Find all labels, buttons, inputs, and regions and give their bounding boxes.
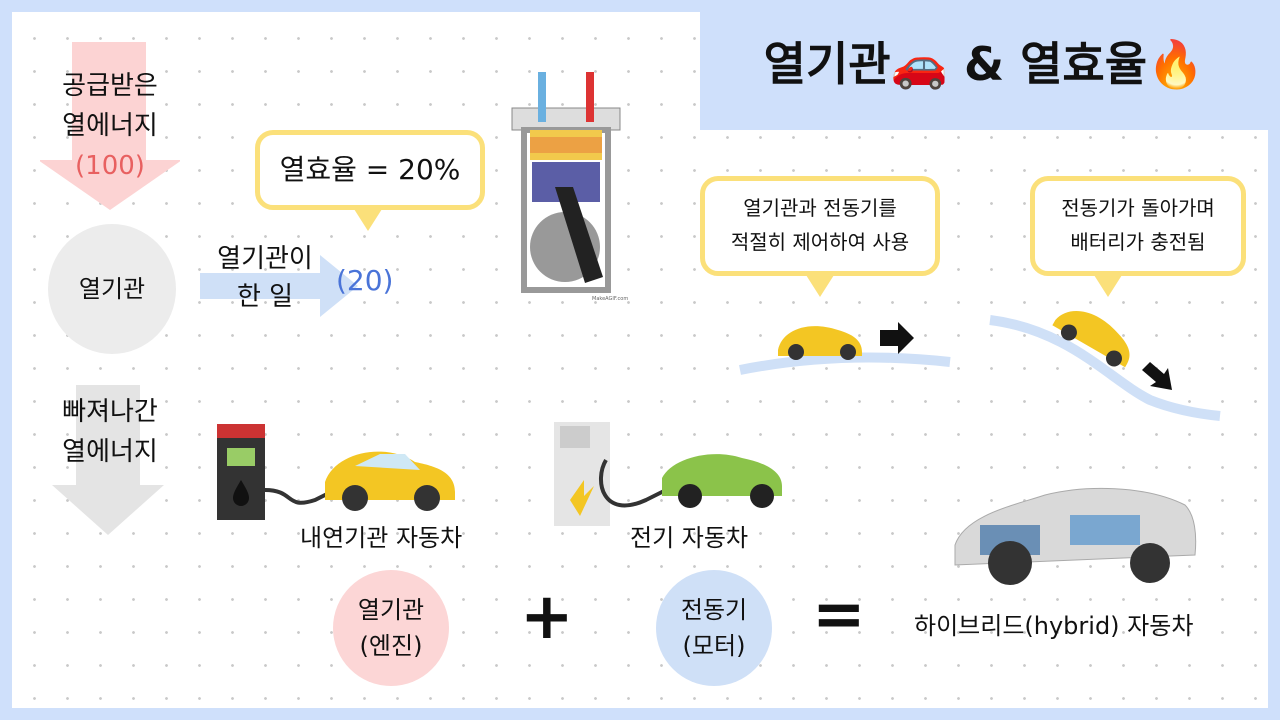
work-line2: 한 일 bbox=[236, 282, 294, 312]
engine-diagram-credit: MakeAGIF.com bbox=[592, 296, 628, 302]
bubble2-line1: 전동기가 돌아가며 bbox=[1061, 196, 1215, 220]
efficiency-bubble: 열효율 = 20% bbox=[255, 130, 485, 210]
engine-circle: 열기관 bbox=[48, 224, 176, 354]
charger-ev-icon bbox=[554, 422, 782, 526]
bubble-tail bbox=[354, 209, 382, 231]
title-connector: & bbox=[963, 37, 1005, 91]
ice-car-label: 내연기관 자동차 bbox=[300, 524, 463, 552]
hybrid-car-label: 하이브리드(hybrid) 자동차 bbox=[914, 612, 1194, 640]
piston-engine-diagram-icon: MakeAGIF.com bbox=[511, 72, 628, 302]
supplied-value: (100) bbox=[75, 151, 145, 181]
title-part2: 열효율 bbox=[1020, 37, 1148, 91]
bubble2-line2: 배터리가 충전됨 bbox=[1070, 230, 1206, 254]
engine-term-circle: 열기관 (엔진) bbox=[333, 570, 449, 686]
down-arrow-pink-icon bbox=[40, 42, 180, 210]
page-title: 열기관🚗 & 열효율🔥 bbox=[700, 28, 1268, 94]
work-line1: 열기관이 bbox=[217, 244, 313, 274]
road-scene-icon bbox=[739, 311, 1221, 421]
down-arrow-gray-icon bbox=[52, 385, 164, 535]
bubble1-line2: 적절히 제어하여 사용 bbox=[730, 230, 910, 254]
red-car-emoji-icon: 🚗 bbox=[890, 37, 948, 91]
title-box bbox=[700, 12, 1268, 130]
supplied-line1: 공급받은 bbox=[62, 71, 158, 101]
bubble-tail bbox=[1094, 275, 1122, 297]
motor-term-line2: (모터) bbox=[682, 632, 746, 660]
equals-sign: = bbox=[812, 578, 866, 652]
hybrid-car-cutaway-icon bbox=[954, 487, 1197, 585]
gas-pump-car-icon bbox=[217, 424, 455, 520]
fire-emoji-icon: 🔥 bbox=[1147, 37, 1205, 91]
plus-sign: + bbox=[520, 580, 574, 654]
title-part1: 열기관 bbox=[763, 37, 891, 91]
work-value: (20) bbox=[336, 264, 394, 297]
engine-term-line2: (엔진) bbox=[359, 632, 423, 660]
lost-line1: 빠져나간 bbox=[62, 397, 158, 427]
bubble-tail bbox=[806, 275, 834, 297]
engine-term-line1: 열기관 bbox=[357, 596, 425, 624]
efficiency-text: 열효율 = 20% bbox=[279, 153, 461, 186]
engine-label: 열기관 bbox=[78, 275, 146, 303]
motor-term-line1: 전동기 bbox=[680, 596, 748, 624]
lost-line2: 열에너지 bbox=[62, 437, 158, 467]
bubble1-line1: 열기관과 전동기를 bbox=[743, 196, 897, 220]
right-arrow-blue-icon bbox=[200, 255, 358, 317]
motor-term-circle: 전동기 (모터) bbox=[656, 570, 772, 686]
supplied-line2: 열에너지 bbox=[62, 111, 158, 141]
ev-car-label: 전기 자동차 bbox=[630, 524, 749, 552]
